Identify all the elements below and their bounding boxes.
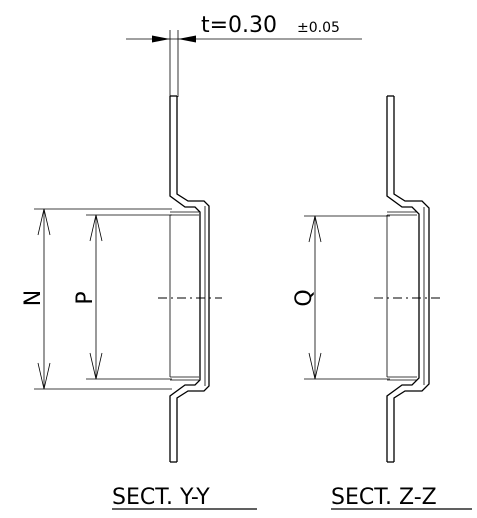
section-z-z-profile: [374, 95, 442, 463]
dimension-q-label: Q: [292, 289, 317, 306]
dimension-n: N: [21, 208, 172, 390]
caption-left: SECT. Y-Y: [112, 485, 257, 510]
dimension-p-label: P: [73, 291, 98, 304]
thickness-callout: t=0.30 ±0.05: [126, 13, 362, 97]
section-y-y-profile: [158, 95, 222, 463]
dimension-p: P: [73, 214, 172, 380]
section-z-z-caption: SECT. Z-Z: [331, 485, 437, 510]
thickness-tolerance: ±0.05: [297, 20, 340, 36]
caption-right: SECT. Z-Z: [331, 485, 472, 510]
dimension-n-label: N: [21, 290, 46, 306]
dimension-q: Q: [292, 215, 390, 380]
thickness-label: t=0.30: [201, 13, 277, 38]
section-y-y-caption: SECT. Y-Y: [112, 485, 210, 510]
